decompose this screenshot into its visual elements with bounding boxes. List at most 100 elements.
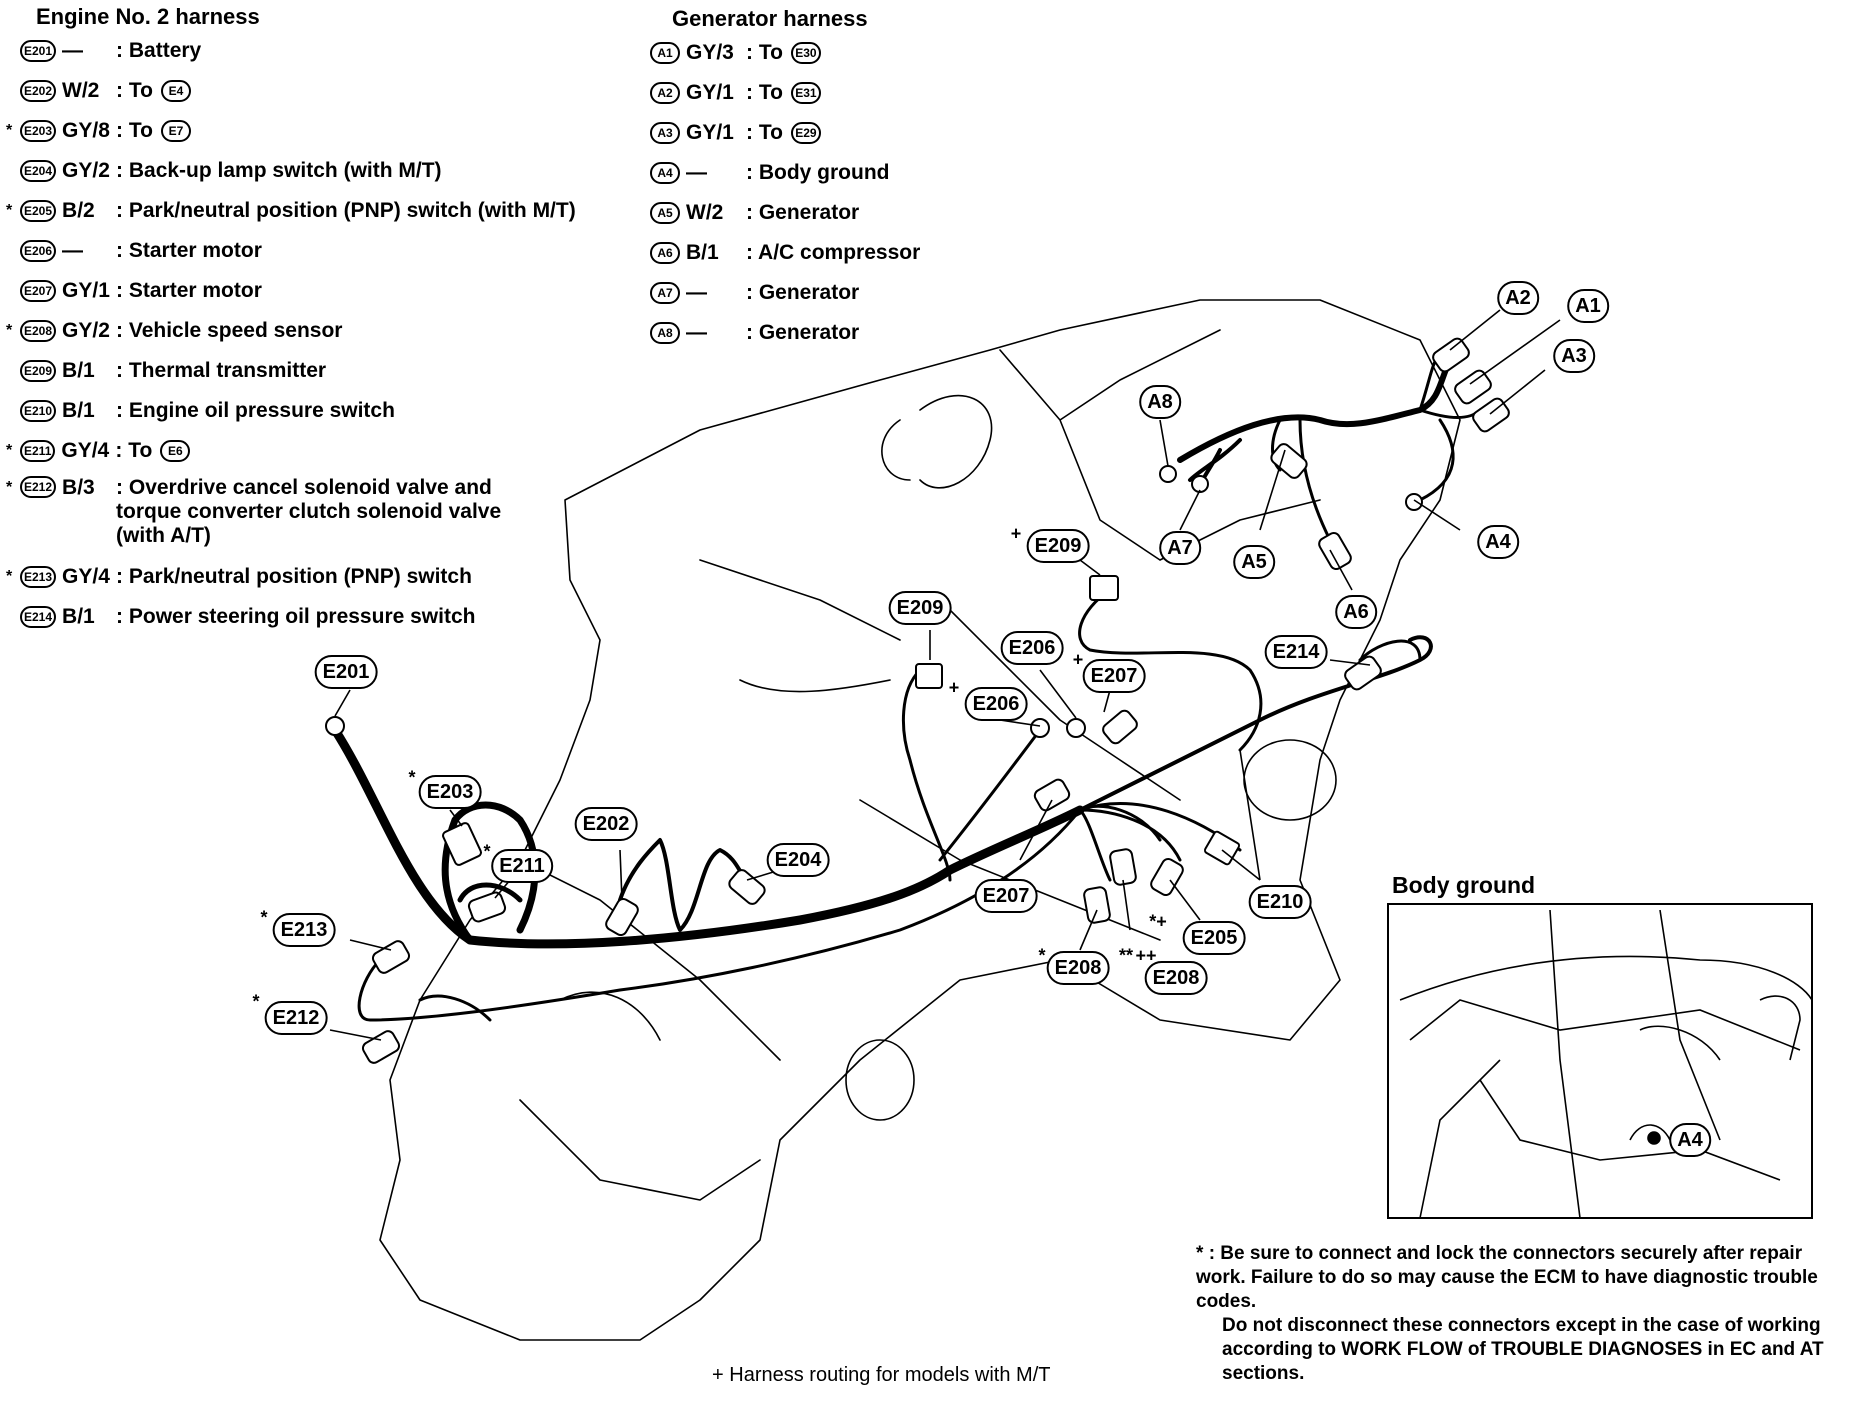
connector-callout: E205 xyxy=(1182,921,1246,955)
connector-description: : Battery xyxy=(116,39,202,62)
engine-harness-title: Engine No. 2 harness xyxy=(36,4,260,29)
engine-cover-lines xyxy=(519,329,1321,1061)
pulley-lower xyxy=(845,1039,915,1121)
connector-badge: A1 xyxy=(650,42,680,64)
wire-code: — xyxy=(686,281,707,304)
connector-badge: E214 xyxy=(20,606,57,628)
generator-branch-a4 xyxy=(1418,418,1455,502)
connector-badge: E205 xyxy=(20,200,57,222)
wire-code: W/2 xyxy=(686,201,724,224)
wire-code: B/1 xyxy=(686,241,719,264)
connector-description: : Power steering oil pressure switch xyxy=(116,605,476,628)
connector-callout: E214 xyxy=(1264,635,1328,669)
row-star: * xyxy=(6,568,13,585)
connector-callout: E209 xyxy=(1026,529,1090,563)
connector-description: : Vehicle speed sensor xyxy=(116,319,343,342)
connector-description: : To xyxy=(116,79,153,102)
connector-badge: E212 xyxy=(20,476,57,498)
connector-badge: A2 xyxy=(650,82,680,104)
connector-description: : To xyxy=(746,81,783,104)
routing-mark: * xyxy=(252,991,260,1012)
wire-code: GY/4 xyxy=(62,565,110,588)
routing-mark: + xyxy=(1010,523,1022,544)
wire-code: — xyxy=(686,321,707,344)
hose xyxy=(739,679,891,693)
connector-description: : Generator xyxy=(746,201,860,224)
connector-callout: E211 xyxy=(491,849,553,883)
caution-text-2: Do not disconnect these connectors excep… xyxy=(1222,1315,1824,1384)
routing-mark: + xyxy=(1072,649,1084,670)
connector-callout: E202 xyxy=(574,807,638,841)
connector-callout: E210 xyxy=(1248,885,1312,919)
connector-description: : To xyxy=(116,119,153,142)
caution-star: * xyxy=(1196,1243,1204,1264)
connector-callout: E208 xyxy=(1144,961,1208,995)
row-star: * xyxy=(6,122,13,139)
wire-code: W/2 xyxy=(62,79,100,102)
connector-description: : Generator xyxy=(746,281,860,304)
connector-description: : To xyxy=(746,41,783,64)
generator-legend-row: A7 — : Generator xyxy=(646,276,859,310)
connector-badge: E201 xyxy=(20,40,57,62)
connector-callout: E206 xyxy=(1000,631,1064,665)
oil-pan xyxy=(519,991,761,1201)
connector-badge: E207 xyxy=(20,280,57,302)
connector-badge: E204 xyxy=(20,160,57,182)
row-star: * xyxy=(6,322,13,339)
connector-callout: E207 xyxy=(1082,659,1146,693)
engine-legend-row: E206—: Starter motor xyxy=(6,234,262,268)
connector-description: : Engine oil pressure switch xyxy=(116,399,395,422)
wire-code: GY/1 xyxy=(686,121,734,144)
connector-description: : A/C compressor xyxy=(746,241,921,264)
harness-branch-e214 xyxy=(1358,639,1422,662)
connector-callout: A1 xyxy=(1567,289,1609,323)
connector-badge: E202 xyxy=(20,80,57,102)
connector-badge: A7 xyxy=(650,282,680,304)
connector-callout: E212 xyxy=(264,1001,328,1035)
wire-code: GY/8 xyxy=(62,119,110,142)
connector-callout: E213 xyxy=(272,913,336,947)
connector-badge: E209 xyxy=(20,360,57,382)
routing-mark: * xyxy=(408,767,416,788)
harness-branch-right xyxy=(1078,802,1242,882)
connector-badge: A5 xyxy=(650,202,680,224)
wire-code: — xyxy=(62,39,84,62)
connector-description: : Overdrive cancel solenoid valve and to… xyxy=(116,476,502,547)
target-connector-badge: E31 xyxy=(790,82,821,104)
generator-branch-a5-a6 xyxy=(1271,418,1332,542)
connector-description: : Body ground xyxy=(746,161,890,184)
connector-callout: E209 xyxy=(888,591,952,625)
mt-routing-footnote: + Harness routing for models with M/T xyxy=(712,1364,1050,1387)
air-intake-pipe xyxy=(881,394,993,489)
wire-code: GY/2 xyxy=(62,159,110,182)
caution-note: * : Be sure to connect and lock the conn… xyxy=(1196,1242,1856,1386)
connector-description: : Park/neutral position (PNP) switch xyxy=(116,565,472,588)
harness-branch-e209-center xyxy=(901,668,952,882)
connector-description: : Back-up lamp switch (with M/T) xyxy=(116,159,442,182)
connector-callout: E204 xyxy=(766,843,830,877)
connector-callout: A4 xyxy=(1477,525,1519,559)
connector-badge: A6 xyxy=(650,242,680,264)
connector-description: : To xyxy=(115,439,153,462)
generator-harness-title: Generator harness xyxy=(672,6,868,31)
connector-description: : Park/neutral position (PNP) switch (wi… xyxy=(116,199,576,222)
connector-description: : Starter motor xyxy=(116,279,262,302)
generator-harness xyxy=(1177,357,1453,463)
routing-mark: ++ xyxy=(1135,945,1157,966)
footnote-text: Harness routing for models with M/T xyxy=(729,1364,1051,1386)
generator-legend-row: A8—: Generator xyxy=(646,316,859,350)
wire-code: — xyxy=(62,239,84,262)
harness-branch-e209-upper xyxy=(1078,588,1263,752)
wire-code: B/1 xyxy=(62,359,95,382)
wire-code: B/3 xyxy=(62,476,95,499)
wire-code: GY/4 xyxy=(61,439,110,462)
